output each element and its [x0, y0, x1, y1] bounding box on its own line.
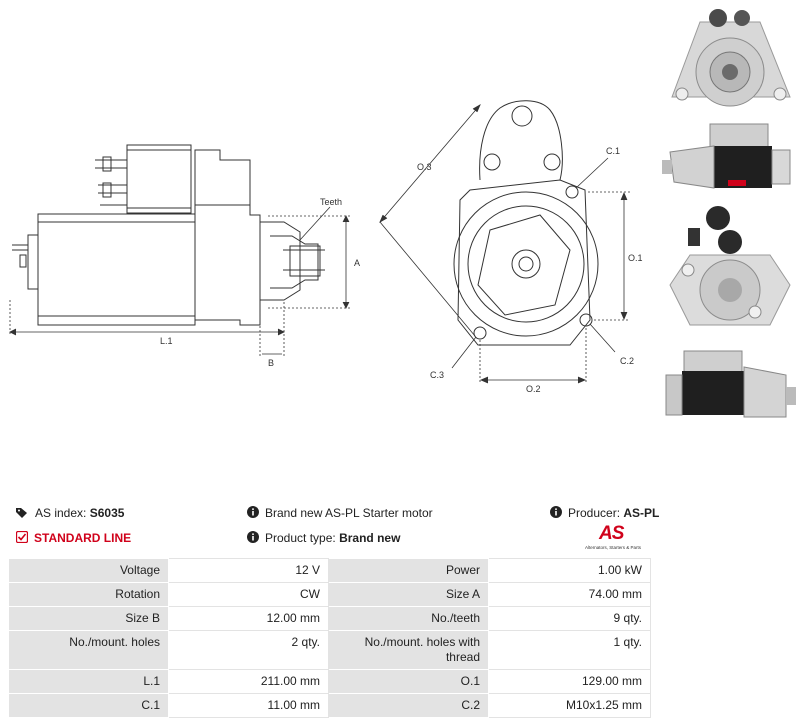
- table-row: Rotation CW Size A 74.00 mm: [8, 582, 651, 607]
- product-type: Product type: Brand new: [247, 531, 400, 546]
- table-row: Size B 12.00 mm No./teeth 9 qty.: [8, 606, 651, 631]
- spec-key: C.2: [328, 693, 489, 718]
- label-o2: O.2: [526, 384, 541, 394]
- end-view-dimensions: [379, 104, 630, 384]
- label-c1: C.1: [606, 146, 620, 156]
- spec-key: O.1: [328, 669, 489, 694]
- spec-key: No./mount. holes with thread: [328, 630, 489, 670]
- technical-drawing: Teeth A L.1 B O.3 C.1 O.1 C.2 C.3 O.2: [9, 100, 643, 394]
- logo-tagline: Alternators, Starters & Parts: [585, 545, 642, 550]
- product-description: Brand new AS-PL Starter motor: [247, 506, 433, 521]
- table-row: C.1 11.00 mm C.2 M10x1.25 mm: [8, 693, 651, 718]
- spec-value: 129.00 mm: [488, 669, 651, 694]
- spec-key: Size A: [328, 582, 489, 607]
- spec-value: 74.00 mm: [488, 582, 651, 607]
- table-row: No./mount. holes 2 qty. No./mount. holes…: [8, 630, 651, 670]
- spec-value: M10x1.25 mm: [488, 693, 651, 718]
- label-size-a: A: [354, 258, 360, 268]
- product-photo-side-2: [665, 350, 796, 418]
- table-row: L.1 211.00 mm O.1 129.00 mm: [8, 669, 651, 694]
- label-teeth: Teeth: [320, 197, 342, 207]
- spec-key: L.1: [8, 669, 169, 694]
- spec-value: 211.00 mm: [168, 669, 329, 694]
- as-index-value: S6035: [89, 506, 125, 520]
- table-row: Voltage 12 V Power 1.00 kW: [8, 558, 651, 583]
- logo-mark: AS: [599, 523, 624, 544]
- end-view-outline: [453, 100, 599, 346]
- spec-value: CW: [168, 582, 329, 607]
- as-pl-logo: AS Alternators, Starters & Parts: [585, 523, 649, 555]
- info-circle-icon: [247, 506, 259, 521]
- spec-value: 2 qty.: [168, 630, 329, 670]
- producer: Producer: AS-PL: [550, 506, 659, 521]
- side-view-dimensions: [9, 206, 350, 358]
- label-o1: O.1: [628, 253, 643, 263]
- product-photo-rear: [669, 206, 791, 326]
- spec-value: 11.00 mm: [168, 693, 329, 718]
- spec-value: 1.00 kW: [488, 558, 651, 583]
- spec-key: Power: [328, 558, 489, 583]
- info-circle-icon: [550, 506, 562, 521]
- spec-key: No./mount. holes: [8, 630, 169, 670]
- as-index: AS index: S6035: [16, 506, 124, 521]
- info-circle-icon: [247, 531, 259, 546]
- product-photo-side-1: [662, 123, 791, 189]
- label-size-b: B: [268, 358, 274, 368]
- product-photo-front: [671, 9, 791, 107]
- standard-line-badge: STANDARD LINE: [15, 531, 131, 546]
- spec-key: Voltage: [8, 558, 169, 583]
- label-c3: C.3: [430, 370, 444, 380]
- side-view-outline: [12, 144, 325, 326]
- spec-key: No./teeth: [328, 606, 489, 631]
- spec-key: Size B: [8, 606, 169, 631]
- spec-key: C.1: [8, 693, 169, 718]
- spec-value: 9 qty.: [488, 606, 651, 631]
- spec-table: Voltage 12 V Power 1.00 kW Rotation CW S…: [8, 558, 651, 718]
- spec-value: 12 V: [168, 558, 329, 583]
- producer-value: AS-PL: [623, 506, 660, 520]
- label-l1: L.1: [160, 336, 173, 346]
- product-type-value: Brand new: [339, 531, 401, 545]
- label-o3: O.3: [417, 162, 432, 172]
- spec-key: Rotation: [8, 582, 169, 607]
- spec-value: 12.00 mm: [168, 606, 329, 631]
- check-square-icon: [15, 531, 29, 546]
- label-c2: C.2: [620, 356, 634, 366]
- tags-icon: [16, 507, 29, 521]
- spec-value: 1 qty.: [488, 630, 651, 670]
